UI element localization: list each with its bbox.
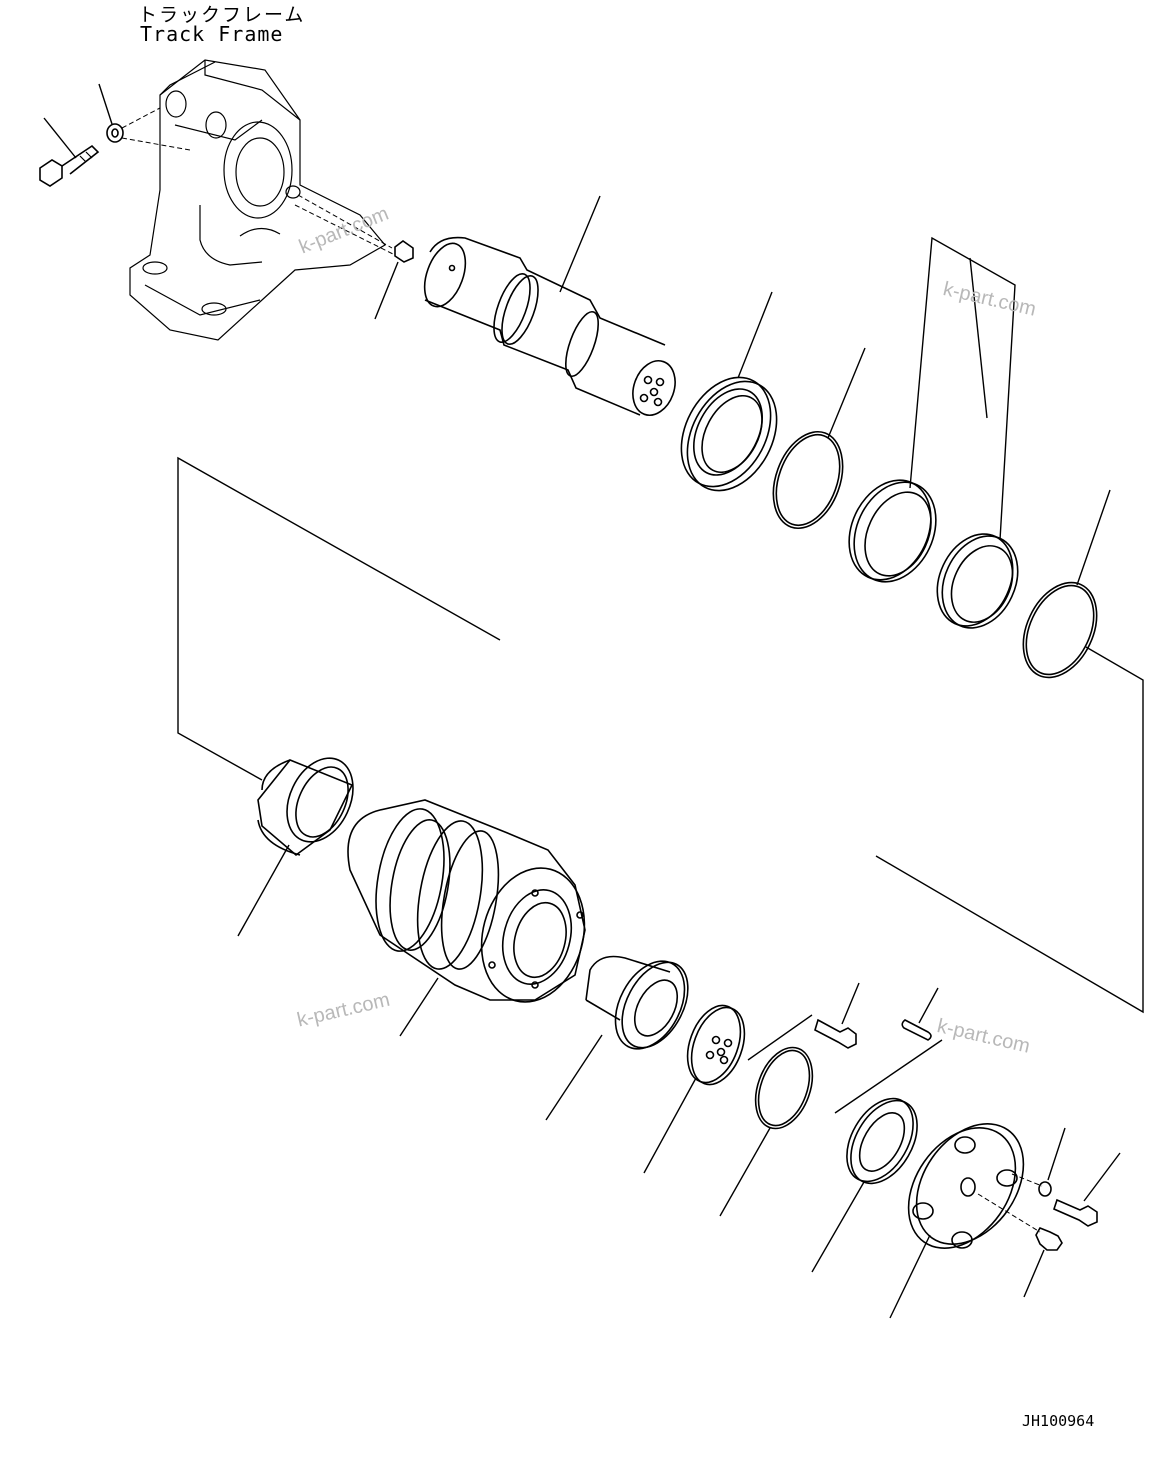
- plug: [374, 240, 414, 320]
- shaft: [423, 195, 676, 416]
- cap-bolt-lower: [1023, 1226, 1063, 1298]
- bushing: [237, 757, 354, 937]
- drawing-code: JH100964: [1022, 1412, 1095, 1430]
- track-frame-label-en: Track Frame: [140, 22, 284, 46]
- frame-bolt: [39, 117, 100, 187]
- o-ring: [772, 347, 866, 530]
- thrust-ring: [811, 1097, 918, 1273]
- roller: [347, 799, 586, 1037]
- cap-washer: [1038, 1127, 1066, 1197]
- cover-bolt: [814, 982, 860, 1049]
- seal-ring-pair: [848, 236, 1019, 629]
- assembly-line-right: [875, 646, 1144, 1014]
- end-cap: [889, 1123, 1025, 1319]
- cap-bolt-upper: [1053, 1152, 1121, 1227]
- floating-seal: [680, 291, 778, 492]
- frame-washer: [98, 83, 124, 143]
- track-frame-bracket: [129, 59, 386, 341]
- bracket-lines: [747, 1014, 943, 1114]
- dowel-pin: [901, 987, 939, 1041]
- plate: [643, 1004, 746, 1174]
- track-frame-label-jp: トラックフレーム: [138, 4, 306, 26]
- assembly-line-left: [177, 456, 501, 781]
- o-ring-large: [1022, 489, 1111, 679]
- flanged-bushing: [545, 955, 689, 1121]
- o-ring-small: [719, 1046, 814, 1217]
